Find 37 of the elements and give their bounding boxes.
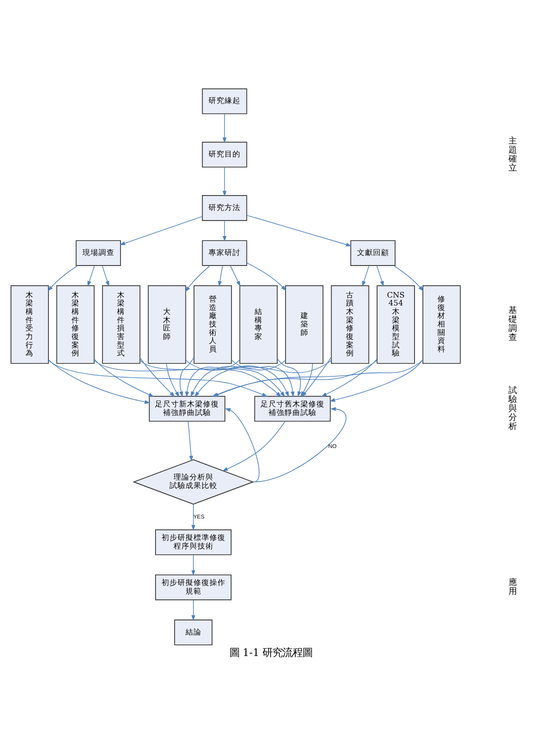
arrow — [88, 265, 95, 287]
arrow — [191, 600, 196, 621]
arrow — [140, 357, 175, 397]
arrow — [166, 363, 180, 398]
arrow — [179, 357, 194, 398]
arrow — [191, 504, 196, 531]
arrow — [191, 554, 196, 576]
arrow — [376, 265, 384, 287]
arrow — [231, 360, 295, 398]
arrow — [188, 420, 194, 462]
caption: 圖 1-1 研究流程圖 — [229, 646, 313, 659]
label: 應用 — [508, 576, 516, 596]
arrow — [362, 265, 370, 287]
label: 基礎調查 — [508, 305, 516, 342]
arrow — [230, 265, 240, 287]
arrow — [224, 408, 260, 482]
arrow — [393, 265, 424, 292]
arrow — [222, 113, 226, 144]
arrow — [253, 407, 346, 482]
label: 試驗與分析 — [508, 384, 516, 431]
arrow — [246, 262, 286, 291]
arrow — [94, 358, 154, 397]
arrow — [246, 214, 352, 246]
arrow — [321, 358, 378, 397]
arrow — [120, 216, 203, 246]
arrow — [302, 356, 332, 398]
arrow — [102, 265, 110, 287]
arrow — [48, 359, 150, 404]
arrow — [329, 360, 424, 402]
arrow — [276, 358, 302, 398]
arrow — [185, 265, 210, 292]
arrow — [222, 220, 226, 242]
label: 主題確立 — [508, 135, 516, 172]
arrow — [48, 265, 78, 292]
arrow — [222, 421, 286, 472]
arrow — [218, 265, 223, 287]
arrow — [222, 166, 226, 196]
